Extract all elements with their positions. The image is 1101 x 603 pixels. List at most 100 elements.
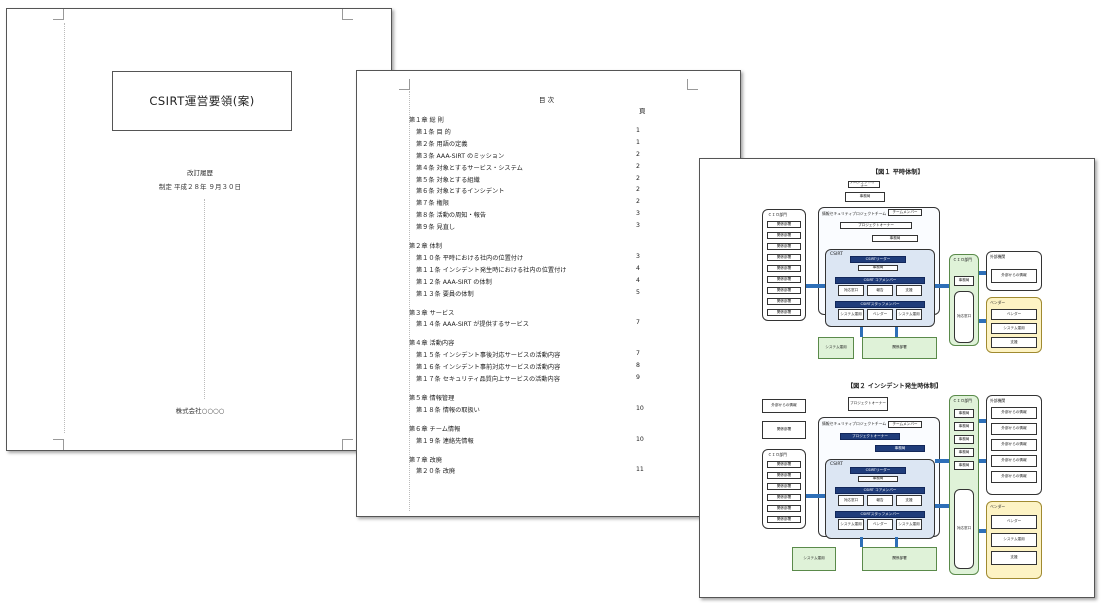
toc-label: 第６章 チーム情報 [409, 425, 461, 433]
it-dept-label: ＣＩＯ部門 [768, 452, 787, 457]
diagram-box: 対応窓口 [838, 285, 864, 296]
toc-page-number: 5 [636, 288, 640, 296]
connector-arrow [935, 284, 949, 288]
core-member-box: CSIRT コアメンバー [835, 487, 925, 494]
connector-arrow [860, 327, 863, 337]
document-title: CSIRT運営要領(案) [112, 71, 292, 131]
system-ops-box: システム運用 [792, 547, 836, 571]
connector-arrow [895, 537, 898, 547]
diagram-box: プロジェクトオーナー [848, 397, 888, 411]
cio-label: ＣＩＯ部門 [953, 257, 972, 262]
toc-entry: 第６条 対象とするインシデント 2 [357, 186, 742, 195]
connector-arrow [979, 419, 986, 423]
system-ops-box: システム運用 [818, 337, 854, 359]
margin-guide [64, 23, 65, 433]
margin-guide [409, 91, 410, 511]
toc-entry: 第１条 目 的 1 [357, 127, 742, 136]
diagram-box: プロジェクトオーナー [840, 222, 912, 229]
diagram-box: システム運用 [991, 533, 1037, 547]
toc-label: 第６条 対象とするインシデント [416, 188, 505, 196]
diagram-box: 外部からの情報 [991, 471, 1037, 483]
connector-arrow [979, 459, 986, 463]
toc-entry: 第８条 活動の周知・報告 3 [357, 210, 742, 219]
toc-label: 第７章 改廃 [409, 456, 442, 464]
diagram-box: ベンダー [991, 515, 1037, 529]
toc-label: 第１２条 AAA-SIRT の体制 [416, 278, 492, 286]
toc-label: 第４条 対象とするサービス・システム [416, 164, 523, 172]
toc-page-heading: 頁 [639, 107, 646, 115]
toc-chapter: 第５章 情報管理 [357, 393, 742, 402]
csirt-label: CSIRT [830, 462, 843, 467]
toc-page-number: 3 [636, 210, 640, 218]
diagram-box: チームメンバー [888, 421, 922, 428]
revision-heading: 改訂履歴 [187, 169, 213, 177]
toc-label: 第７条 権限 [416, 200, 449, 208]
diagram-box: 関係部署 [767, 287, 801, 294]
crop-mark [342, 439, 353, 450]
diagram-box: チームメンバー [888, 209, 922, 216]
diagram-box: プロジェクトオーナー [840, 433, 900, 440]
core-member-box: CSIRT コアメンバー [835, 277, 925, 284]
diagram-box: 事務局 [954, 461, 974, 470]
diagram-box: システム運用 [896, 519, 922, 530]
crop-mark [53, 9, 64, 20]
sec-team-label: 情報セキュリティプロジェクトチーム [822, 421, 887, 426]
diagram-box: 関係部署 [767, 221, 801, 228]
connector-arrow [979, 319, 986, 323]
diagram-box: 対応窓口 [838, 495, 864, 506]
staff-member-box: CSIRTスタッフメンバー [835, 511, 925, 518]
connector-arrow [860, 537, 863, 547]
diagram-box: 事務局 [858, 476, 898, 482]
diagram-box: 事務局 [954, 409, 974, 418]
diagram-box: 対応窓口 [954, 489, 974, 569]
diagram-box: 外部からの情報 [991, 423, 1037, 435]
diagram-box: 支援 [896, 285, 922, 296]
csirt-label: CSIRT [830, 252, 843, 257]
toc-page-number: 2 [636, 186, 640, 194]
diagram-box: 外部からの情報 [991, 269, 1037, 283]
toc-label: 第８条 活動の周知・報告 [416, 212, 487, 220]
diagram-box: 関係部署 [767, 494, 801, 501]
toc-page-number: 9 [636, 374, 640, 381]
external-label: 外部機関 [990, 254, 1006, 259]
diagram-box: 外部からの情報 [762, 399, 806, 413]
diagram-box: 対応窓口 [954, 291, 974, 343]
diagram-box: 支援 [991, 337, 1037, 348]
toc-page-number: 3 [636, 252, 640, 260]
diagram-box: 事務局 [954, 276, 974, 286]
diagram-box: 関係部署 [767, 472, 801, 479]
external-label: 外部機関 [990, 398, 1006, 403]
vendor-label: ベンダー [990, 300, 1006, 305]
diagram-box: 事務局 [954, 435, 974, 444]
crop-mark [342, 9, 353, 20]
csirt-leader-box: CSIRTリーダー [850, 256, 906, 263]
diagram-box: 関係部署 [767, 461, 801, 468]
document-page-diagrams: 【図１ 平時体制】 プロジェクトオーナー 事務局 ＣＩＯ部門 関係部署関係部署関… [699, 158, 1095, 598]
diagram-box: 関係部署 [767, 243, 801, 250]
toc-page-number: 2 [636, 150, 640, 158]
diagram-box: 事務局 [872, 235, 918, 242]
connector-arrow [979, 529, 986, 533]
toc-label: 第５条 対象とする組織 [416, 176, 480, 184]
toc-label: 第１４条 AAA-SIRT が提供するサービス [416, 321, 529, 329]
toc-label: 第３章 サービス [409, 309, 455, 317]
diagram-box: ベンダー [867, 519, 893, 530]
toc-page-number: 1 [636, 138, 640, 146]
toc-page-number: 1 [636, 126, 640, 134]
csirt-leader-box: CSIRTリーダー [850, 467, 906, 474]
diagram-box: 事務局 [858, 265, 898, 271]
toc-label: 第１条 目 的 [416, 128, 451, 136]
toc-chapter: 第１章 総 則 [357, 115, 742, 124]
toc-chapter: 第４章 活動内容 [357, 338, 742, 347]
toc-label: 第１６条 インシデント事前対応サービスの活動内容 [416, 364, 561, 372]
related-dept-box: 関係部署 [862, 337, 937, 359]
diagram-box: システム運用 [838, 309, 864, 320]
